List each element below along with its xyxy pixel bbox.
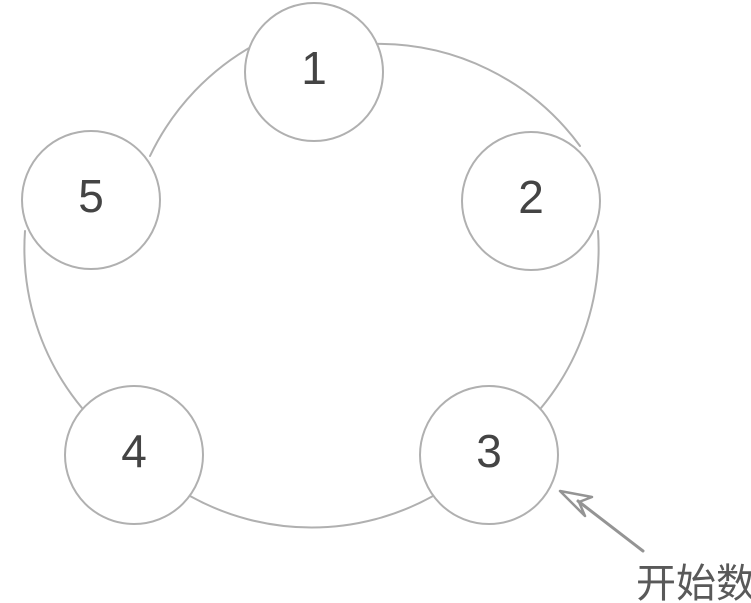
start-pointer-label: 开始数 bbox=[636, 561, 751, 603]
start-pointer-annotation: 开始数 bbox=[558, 489, 751, 603]
node-5-circle[interactable] bbox=[21, 130, 161, 270]
link-arc-1-to-2 bbox=[370, 42, 581, 147]
node-4-label: 4 bbox=[121, 425, 147, 477]
node-1-circle[interactable] bbox=[244, 2, 384, 142]
link-arc-2-to-3 bbox=[540, 230, 600, 409]
node-2-label: 2 bbox=[518, 171, 544, 223]
node-5-label: 5 bbox=[78, 170, 104, 222]
node-3-label: 3 bbox=[476, 425, 502, 477]
link-arc-3-to-4 bbox=[189, 495, 434, 529]
node-4[interactable]: 4 bbox=[64, 385, 204, 525]
link-arc-5-to-1 bbox=[149, 42, 259, 157]
node-1[interactable]: 1 bbox=[244, 2, 384, 142]
node-4-circle[interactable] bbox=[64, 385, 204, 525]
link-arc-4-to-5 bbox=[23, 230, 83, 409]
node-3-circle[interactable] bbox=[419, 385, 559, 525]
node-5[interactable]: 5 bbox=[21, 130, 161, 270]
pointer-arrow-head-icon bbox=[558, 489, 594, 518]
link-group bbox=[23, 42, 600, 529]
node-2[interactable]: 2 bbox=[461, 131, 601, 271]
node-2-circle[interactable] bbox=[461, 131, 601, 271]
pointer-arrow-shaft bbox=[576, 499, 645, 553]
node-3[interactable]: 3 bbox=[419, 385, 559, 525]
node-1-label: 1 bbox=[301, 42, 327, 94]
